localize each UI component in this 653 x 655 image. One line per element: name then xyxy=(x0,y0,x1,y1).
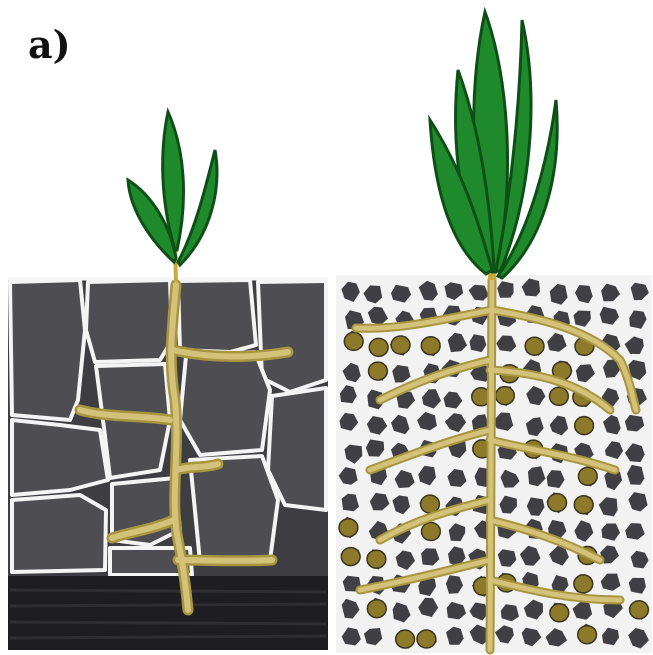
organic-particle xyxy=(525,337,544,355)
soil-crumb xyxy=(629,578,646,594)
organic-particle xyxy=(417,630,436,648)
left-panel xyxy=(8,112,328,650)
organic-particle xyxy=(630,601,649,619)
organic-particle xyxy=(344,332,363,350)
organic-particle xyxy=(550,604,569,622)
organic-particle xyxy=(575,417,594,435)
organic-particle xyxy=(574,496,593,514)
organic-particle xyxy=(341,548,360,566)
organic-particle xyxy=(339,519,358,537)
organic-particle xyxy=(548,494,567,512)
organic-particle xyxy=(421,337,440,355)
organic-particle xyxy=(369,338,388,356)
right-plant xyxy=(430,12,557,280)
organic-particle xyxy=(578,467,597,485)
organic-particle xyxy=(396,630,415,648)
organic-particle xyxy=(367,600,386,618)
organic-particle xyxy=(369,362,388,380)
organic-particle xyxy=(367,550,386,568)
organic-particle xyxy=(391,336,410,354)
organic-particle xyxy=(578,626,597,644)
organic-particle xyxy=(574,575,593,593)
organic-particle xyxy=(496,387,515,405)
right-panel xyxy=(336,12,652,653)
left-plant xyxy=(128,112,217,282)
organic-particle xyxy=(422,523,441,541)
organic-particle xyxy=(550,387,569,405)
